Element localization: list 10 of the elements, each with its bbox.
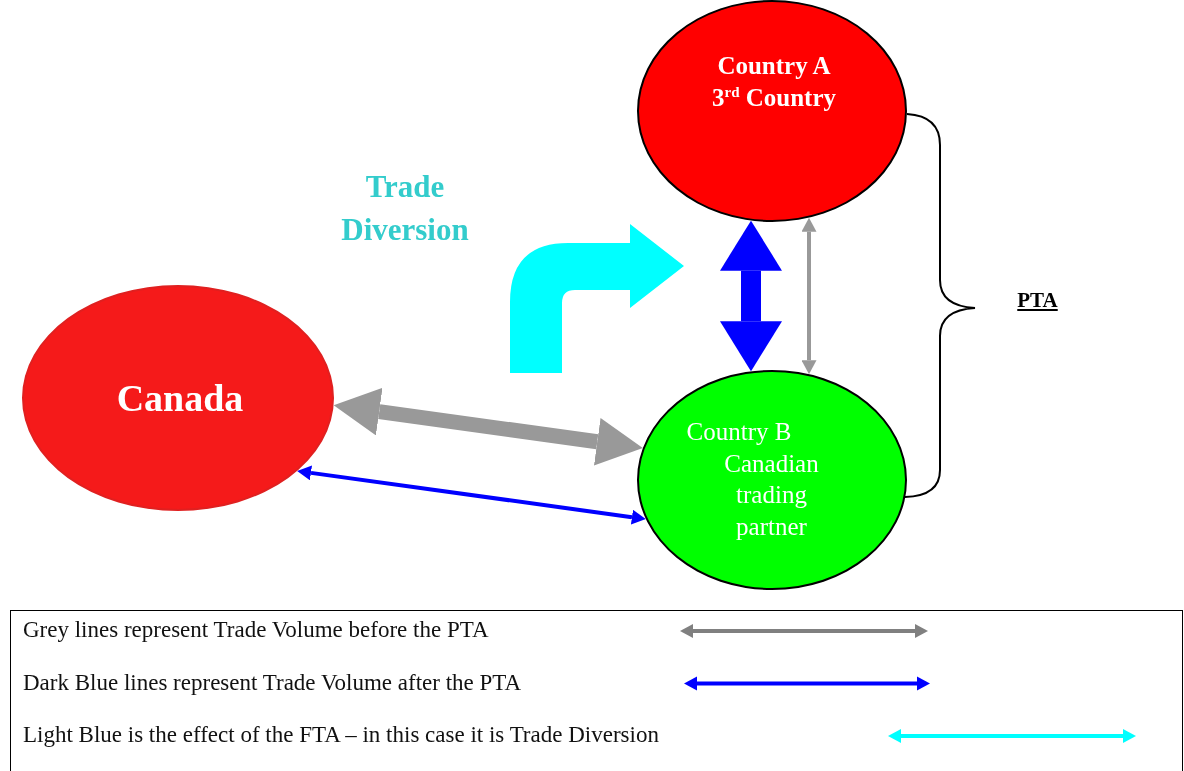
bracket-label: PTA <box>1016 287 1059 314</box>
annotation-text: Trade Diversion <box>340 168 470 250</box>
legend-text: Dark Blue lines represent Trade Volume after the PTA <box>23 669 522 696</box>
node-label: Canada <box>115 376 245 421</box>
node-label: Country B <box>685 417 793 447</box>
legend-text: Grey lines represent Trade Volume before the PTA <box>23 617 489 643</box>
legend-text: Light Blue is the effect of the FTA – in this case it is Trade Diversion <box>23 722 659 748</box>
node-label: 3$^{rd}$ Country <box>710 82 837 113</box>
node-label: Country A <box>716 51 832 81</box>
node-label: Canadian trading partner <box>723 449 820 542</box>
